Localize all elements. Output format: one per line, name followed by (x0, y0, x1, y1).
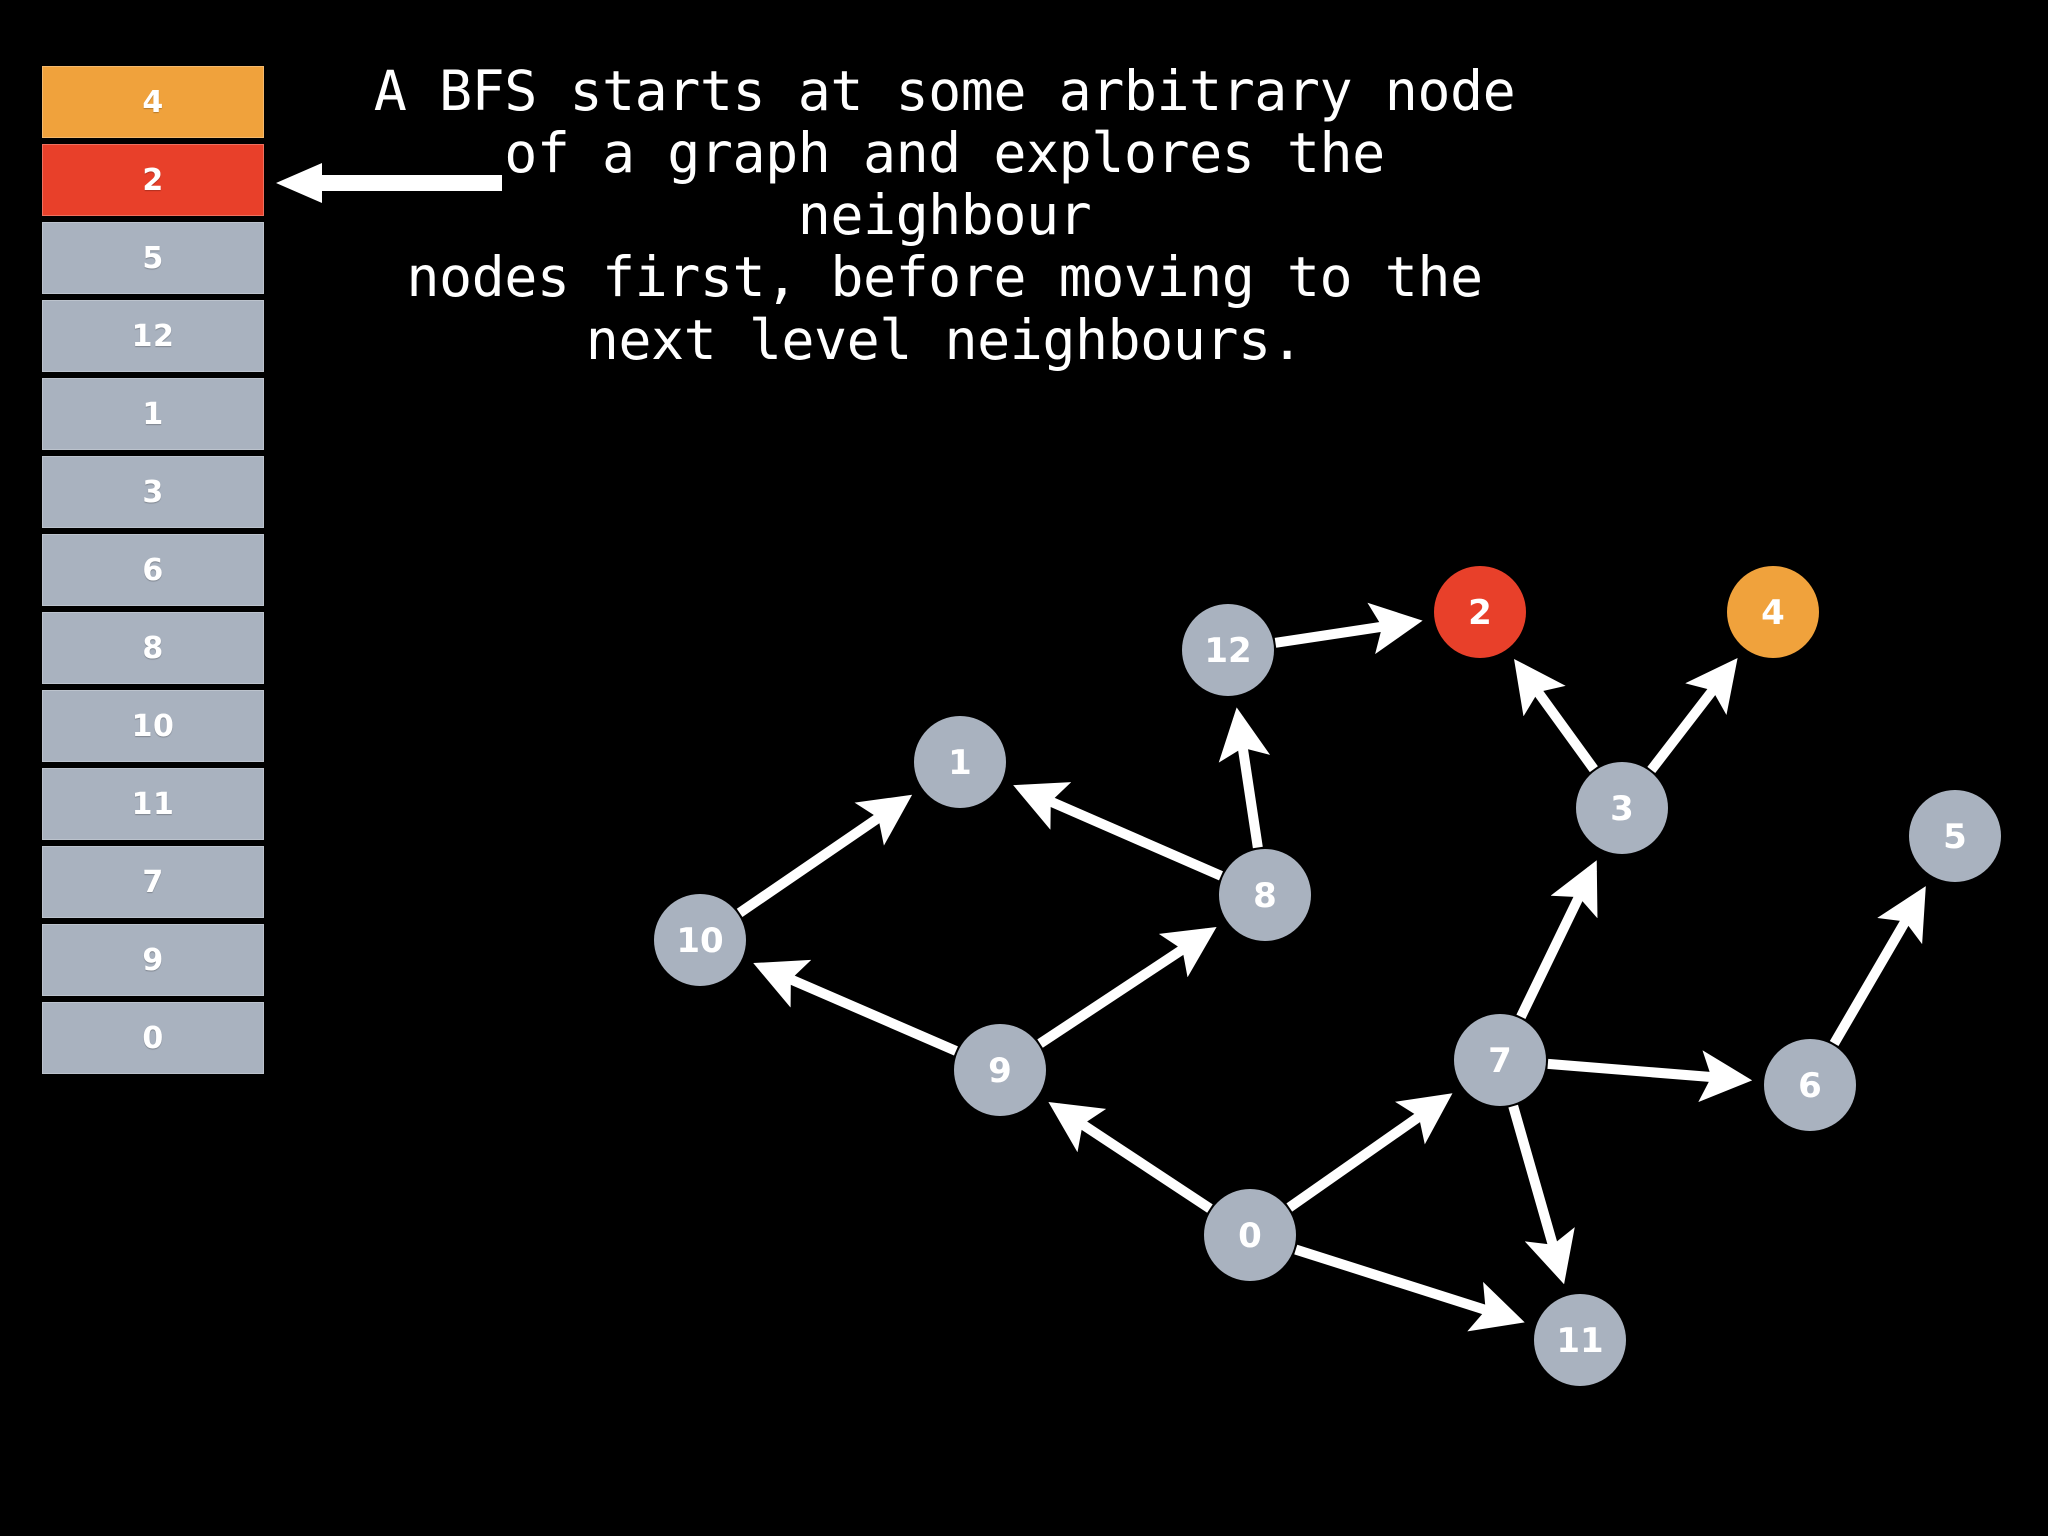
graph-edge (1514, 658, 1598, 773)
queue-cell-label: 0 (142, 1020, 164, 1056)
graph-node[interactable]: 8 (1219, 849, 1311, 941)
queue-cell[interactable]: 6 (42, 534, 264, 606)
graph-node-label: 0 (1238, 1216, 1262, 1256)
graph-edge-layer (736, 602, 1926, 1332)
queue-cell[interactable]: 2 (42, 144, 264, 216)
graph-edge (1647, 657, 1738, 774)
queue-cell[interactable]: 3 (42, 456, 264, 528)
graph-node[interactable]: 12 (1182, 604, 1274, 696)
graph-node-label: 10 (676, 921, 723, 961)
graph-edge (1516, 860, 1598, 1019)
graph-node-label: 5 (1943, 817, 1967, 857)
queue-cell-label: 10 (131, 708, 175, 744)
queue-cell[interactable]: 1 (42, 378, 264, 450)
graph-node-label: 8 (1253, 876, 1277, 916)
graph-node-circle (1576, 762, 1668, 854)
queue-cell[interactable]: 0 (42, 1002, 264, 1074)
graph-edge (1294, 1244, 1525, 1332)
queue-cell-label: 4 (142, 84, 164, 120)
queue-cell-label: 9 (142, 942, 164, 978)
graph-node[interactable]: 1 (914, 716, 1006, 808)
graph-node-label: 12 (1204, 631, 1251, 671)
graph-edge (1274, 602, 1423, 655)
graph-edge (736, 794, 913, 918)
queue-cell[interactable]: 5 (42, 222, 264, 294)
graph-edge (1218, 707, 1271, 849)
queue-cell-label: 3 (142, 474, 164, 510)
graph-node-label: 4 (1761, 593, 1785, 633)
graph-edge (1286, 1093, 1453, 1212)
graph-node[interactable]: 10 (654, 894, 746, 986)
graph-node-circle (1454, 1014, 1546, 1106)
graph-node[interactable]: 4 (1727, 566, 1819, 658)
queue-cell[interactable]: 7 (42, 846, 264, 918)
queue-cell-label: 6 (142, 552, 164, 588)
graph-node-circle (914, 716, 1006, 808)
graph-node[interactable]: 3 (1576, 762, 1668, 854)
graph-node-label: 9 (988, 1051, 1012, 1091)
graph-node[interactable]: 7 (1454, 1014, 1546, 1106)
graph-node-circle (1434, 566, 1526, 658)
graph-node[interactable]: 0 (1204, 1189, 1296, 1281)
graph-edge (1048, 1101, 1213, 1213)
queue-cell[interactable]: 11 (42, 768, 264, 840)
queue-cell[interactable]: 10 (42, 690, 264, 762)
queue-cell-label: 2 (142, 162, 164, 198)
graph-node[interactable]: 2 (1434, 566, 1526, 658)
queue-pointer-arrow (276, 163, 502, 203)
graph-node[interactable]: 6 (1764, 1039, 1856, 1131)
graph-edge (1547, 1050, 1753, 1103)
graph-node-circle (1909, 790, 2001, 882)
graph-edge (1508, 1104, 1575, 1285)
graph-node-circle (1219, 849, 1311, 941)
queue-cell[interactable]: 8 (42, 612, 264, 684)
graph-edge (753, 959, 958, 1056)
queue-cell-label: 8 (142, 630, 164, 666)
queue-cell-label: 1 (142, 396, 164, 432)
graph-node-circle (1727, 566, 1819, 658)
queue-cell-label: 5 (142, 240, 164, 276)
queue-cell-label: 12 (131, 318, 175, 354)
queue-cell-label: 11 (131, 786, 175, 822)
graph-node[interactable]: 9 (954, 1024, 1046, 1116)
graph-node-label: 6 (1798, 1066, 1822, 1106)
bfs-queue: 4 2 5 12 1 3 6 8 10 11 7 9 0 (42, 66, 264, 1074)
graph-node-circle (1182, 604, 1274, 696)
graph-node-label: 2 (1468, 593, 1492, 633)
graph-node-circle (1534, 1294, 1626, 1386)
graph-node[interactable]: 11 (1534, 1294, 1626, 1386)
queue-cell[interactable]: 4 (42, 66, 264, 138)
graph-node-label: 7 (1488, 1041, 1512, 1081)
graph-node[interactable]: 5 (1909, 790, 2001, 882)
graph-edge (1829, 886, 1926, 1047)
graph-node-layer: 12 2 4 1 3 5 8 10 7 9 6 0 11 (654, 566, 2001, 1386)
graph-edge (1037, 926, 1217, 1048)
queue-cell[interactable]: 12 (42, 300, 264, 372)
graph-node-label: 1 (948, 743, 972, 783)
graph-node-circle (1764, 1039, 1856, 1131)
queue-cell-label: 7 (142, 864, 164, 900)
graph-node-circle (954, 1024, 1046, 1116)
graph-node-label: 3 (1610, 789, 1634, 829)
graph-node-label: 11 (1556, 1321, 1603, 1361)
queue-cell[interactable]: 9 (42, 924, 264, 996)
graph-edge (1013, 782, 1223, 881)
graph-node-circle (1204, 1189, 1296, 1281)
graph-node-circle (654, 894, 746, 986)
caption-text: A BFS starts at some arbitrary node of a… (373, 59, 1516, 372)
